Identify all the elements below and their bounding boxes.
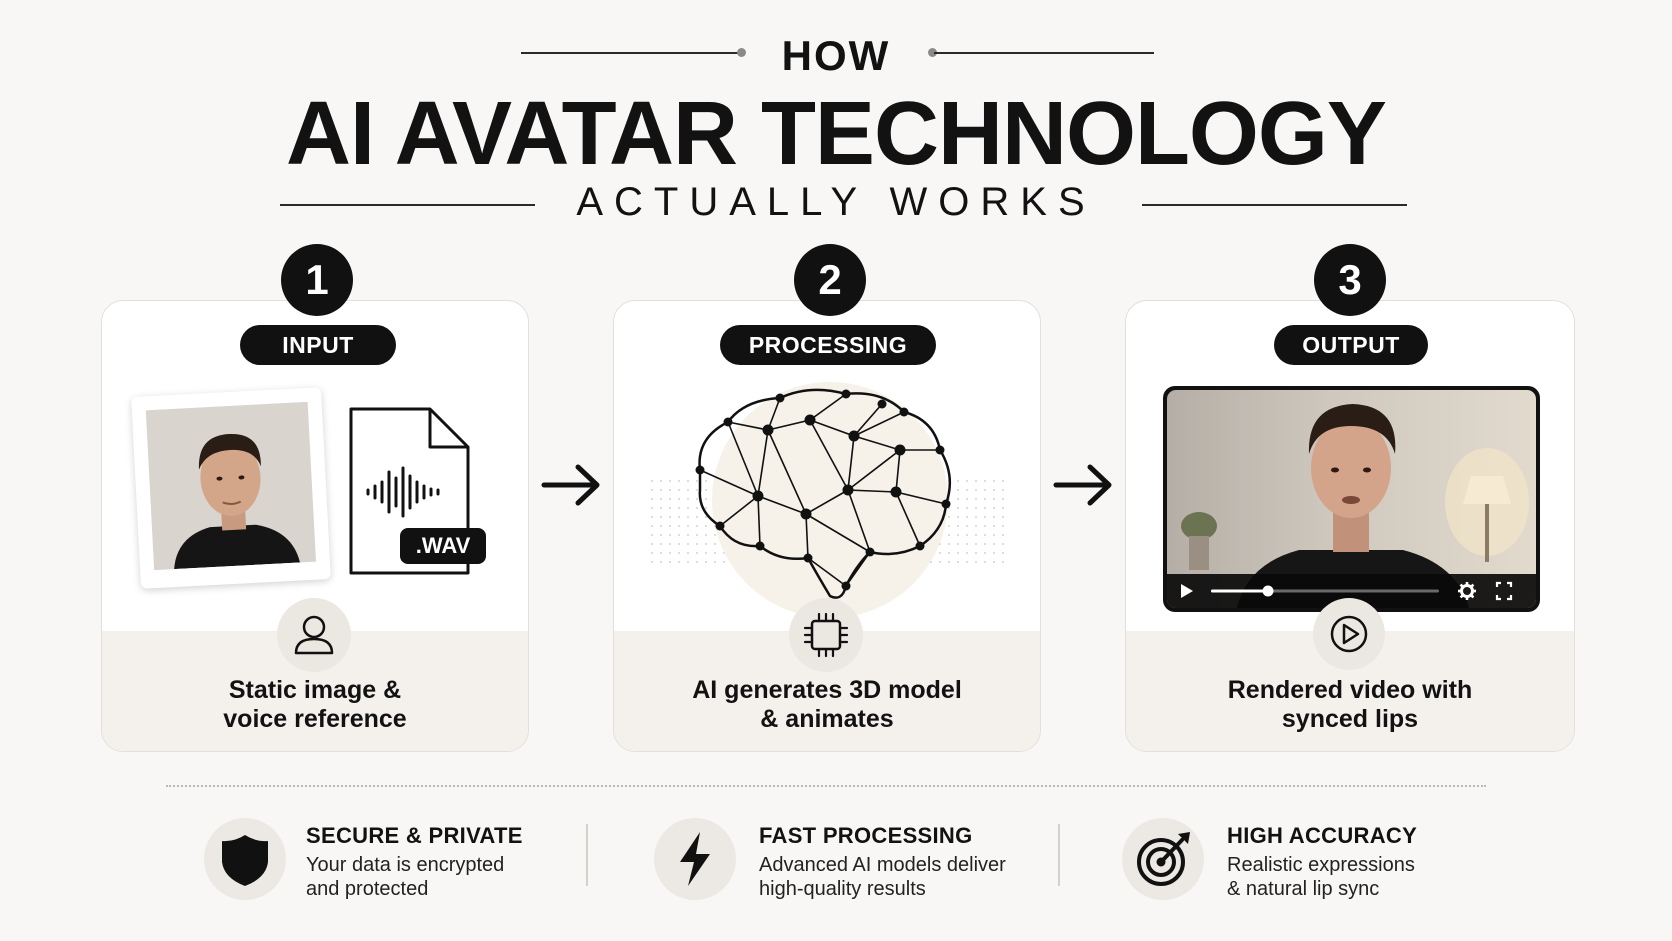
gear-icon	[1458, 582, 1476, 600]
feature-icon-circle-fast	[654, 818, 736, 900]
file-type-badge: .WAV	[400, 528, 486, 564]
feature-title-accuracy: HIGH ACCURACY	[1227, 823, 1418, 848]
header-line-bottom-left	[280, 204, 535, 206]
step-caption-output: Rendered video with synced lips	[1227, 676, 1473, 733]
icon-circle-processing	[789, 598, 863, 672]
video-frame	[1167, 390, 1536, 608]
step-caption-input: Static image & voice reference	[223, 676, 407, 733]
icon-circle-input	[277, 598, 351, 672]
input-photo	[131, 387, 331, 589]
header-dot-left	[737, 48, 746, 57]
play-icon	[1181, 584, 1193, 598]
feature-desc-fast: Advanced AI models deliver high-quality …	[759, 854, 1006, 900]
feature-icon-circle-accuracy	[1122, 818, 1204, 900]
section-divider	[166, 785, 1486, 787]
feature-separator	[1058, 824, 1060, 886]
feature-separator	[586, 824, 588, 886]
header-line-top-left	[521, 52, 741, 54]
feature-desc-accuracy: Realistic expressions & natural lip sync	[1227, 854, 1415, 900]
portrait-image	[145, 401, 316, 571]
lightning-icon	[680, 832, 710, 886]
header-pre-title: HOW	[781, 32, 891, 79]
step-label-processing: PROCESSING	[720, 325, 936, 365]
neural-brain-icon	[650, 382, 1010, 618]
feature-title-secure: SECURE & PRIVATE	[306, 823, 523, 848]
fullscreen-icon	[1495, 581, 1513, 601]
header-line-bottom-right	[1142, 204, 1407, 206]
step-number-2: 2	[794, 244, 866, 316]
header-line-top-right	[934, 52, 1154, 54]
user-icon	[294, 615, 334, 655]
shield-icon	[222, 835, 268, 886]
header-subtitle: ACTUALLY WORKS	[576, 180, 1096, 224]
video-progress-knob	[1262, 585, 1274, 597]
video-player[interactable]	[1163, 386, 1540, 612]
step-number-3: 3	[1314, 244, 1386, 316]
step-label-output: OUTPUT	[1274, 325, 1428, 365]
target-icon	[1137, 832, 1190, 886]
feature-title-fast: FAST PROCESSING	[759, 823, 973, 848]
step-label-input: INPUT	[240, 325, 396, 365]
video-progress-fill	[1211, 589, 1268, 593]
header-dot-right	[928, 48, 937, 57]
arrow-right-icon	[1053, 464, 1112, 506]
step-caption-processing: AI generates 3D model & animates	[692, 676, 962, 733]
step-number-1: 1	[281, 244, 353, 316]
feature-desc-secure: Your data is encrypted and protected	[306, 854, 505, 900]
feature-icon-circle-secure	[204, 818, 286, 900]
arrow-right-icon	[541, 464, 600, 506]
chip-icon	[803, 612, 849, 658]
icon-circle-output	[1313, 598, 1385, 670]
header-title: AI AVATAR TECHNOLOGY	[286, 84, 1387, 184]
play-circle-icon	[1330, 615, 1368, 653]
